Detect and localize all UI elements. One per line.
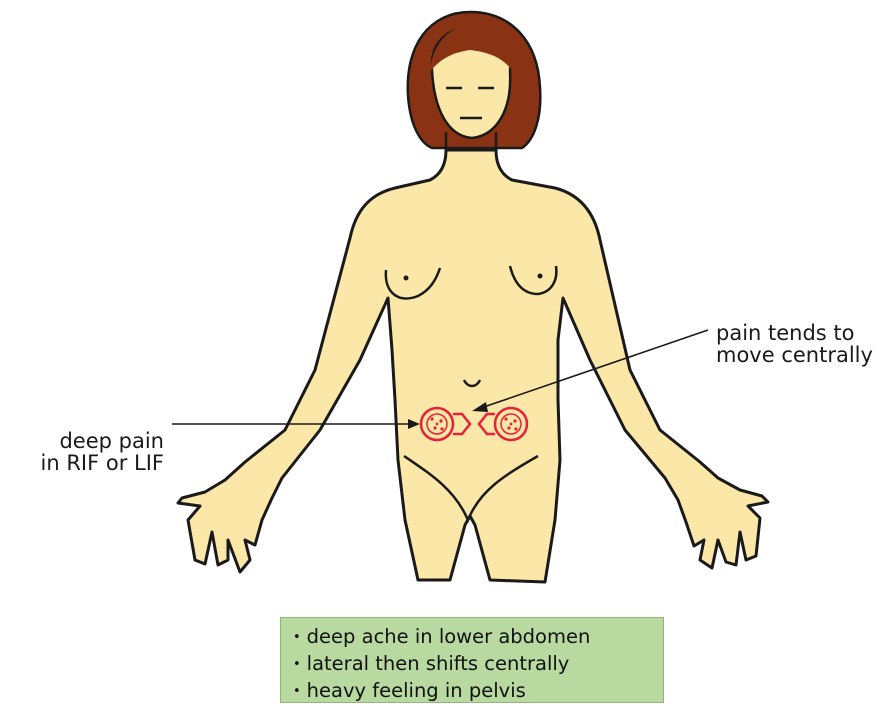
bullet-icon: • xyxy=(293,657,307,672)
bullet-icon: • xyxy=(293,684,307,699)
summary-box: •deep ache in lower abdomen •lateral the… xyxy=(280,617,664,703)
right-nipple xyxy=(538,274,543,279)
summary-item-text: heavy feeling in pelvis xyxy=(307,679,526,702)
summary-item: •deep ache in lower abdomen xyxy=(293,625,663,652)
label-left-line-1: deep pain xyxy=(14,430,164,452)
label-left-line-2: in RIF or LIF xyxy=(14,452,164,474)
label-right-line-1: pain tends to xyxy=(716,322,873,344)
summary-item-text: deep ache in lower abdomen xyxy=(307,625,591,648)
label-right-line-2: move centrally xyxy=(716,344,873,366)
left-nipple xyxy=(404,276,409,281)
summary-item: •heavy feeling in pelvis xyxy=(293,679,663,706)
bullet-icon: • xyxy=(293,630,307,645)
label-deep-pain: deep pain in RIF or LIF xyxy=(14,430,164,474)
summary-item: •lateral then shifts centrally xyxy=(293,652,663,679)
summary-item-text: lateral then shifts centrally xyxy=(307,652,570,675)
label-pain-moves: pain tends to move centrally xyxy=(716,322,873,366)
body-silhouette xyxy=(178,150,768,582)
summary-list: •deep ache in lower abdomen •lateral the… xyxy=(293,625,663,706)
